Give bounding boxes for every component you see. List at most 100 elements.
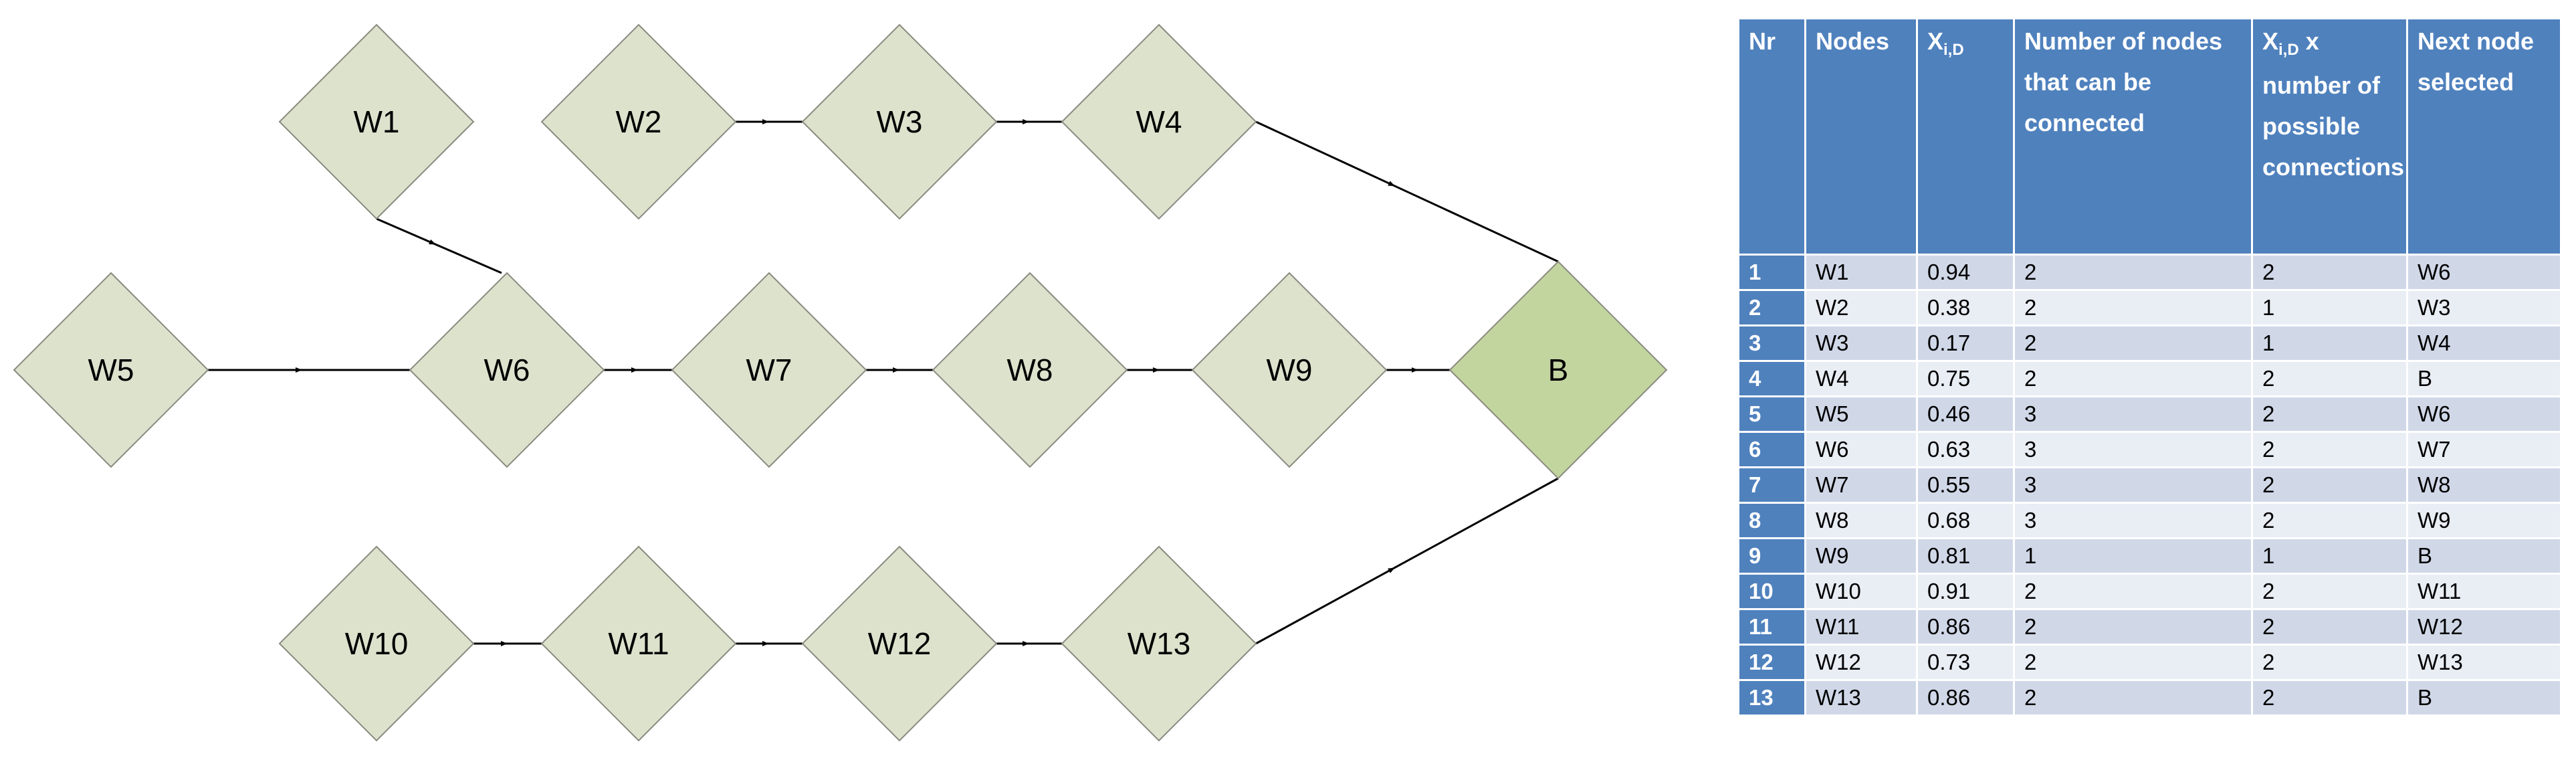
node-w1: W1 xyxy=(278,23,475,220)
row-nr: 13 xyxy=(1737,679,1806,717)
node-label: W10 xyxy=(345,626,409,661)
row-nr: 2 xyxy=(1737,289,1806,326)
row-count: 2 xyxy=(2013,573,2253,610)
node-diamond xyxy=(801,23,998,220)
row-x: 0.86 xyxy=(1916,608,2015,646)
row-product: 2 xyxy=(2251,679,2408,717)
header-nodes: Nodes xyxy=(1804,17,1918,256)
header-product-rest: x number of possible connections xyxy=(2262,27,2405,181)
row-nr: 9 xyxy=(1737,537,1806,575)
table-header-row: Nr Nodes Xi,D Number of nodes that can b… xyxy=(1737,17,2562,256)
header-product: Xi,D x number of possible connections xyxy=(2251,17,2408,256)
row-next-node: W7 xyxy=(2406,431,2562,468)
row-next-node: W8 xyxy=(2406,466,2562,504)
row-count: 3 xyxy=(2013,395,2253,433)
row-count: 2 xyxy=(2013,360,2253,397)
row-count: 2 xyxy=(2013,644,2253,681)
header-connectable-count: Number of nodes that can be connected xyxy=(2013,17,2253,256)
row-nr: 7 xyxy=(1737,466,1806,504)
row-nr: 12 xyxy=(1737,644,1806,681)
row-product: 2 xyxy=(2251,431,2408,468)
node-diamond xyxy=(540,545,737,742)
row-product: 2 xyxy=(2251,466,2408,504)
header-nr: Nr xyxy=(1737,17,1806,256)
node-w11: W11 xyxy=(540,545,737,742)
node-label: B xyxy=(1548,353,1569,387)
node-label: W12 xyxy=(868,626,932,661)
row-nr: 6 xyxy=(1737,431,1806,468)
node-diamond xyxy=(801,545,998,742)
row-next-node: B xyxy=(2406,679,2562,717)
row-next-node: W12 xyxy=(2406,608,2562,646)
header-x-subscript: i,D xyxy=(1943,41,1964,59)
row-count: 3 xyxy=(2013,502,2253,539)
row-next-node: W4 xyxy=(2406,324,2562,362)
row-node: W11 xyxy=(1804,608,1918,646)
row-next-node: B xyxy=(2406,537,2562,575)
node-diamond xyxy=(13,272,209,468)
node-diamond xyxy=(932,272,1128,468)
node-w12: W12 xyxy=(801,545,998,742)
edge-w1-to-w6 xyxy=(376,217,502,274)
row-x: 0.55 xyxy=(1916,466,2015,504)
row-product: 2 xyxy=(2251,395,2408,433)
row-node: W13 xyxy=(1804,679,1918,717)
node-label: W8 xyxy=(1007,353,1053,387)
row-node: W5 xyxy=(1804,395,1918,433)
node-diamond xyxy=(1061,23,1257,220)
node-label: W1 xyxy=(354,104,400,139)
row-node: W12 xyxy=(1804,644,1918,681)
edge-w4-to-b xyxy=(1255,120,1559,263)
header-x: Xi,D xyxy=(1916,17,2015,256)
row-next-node: W6 xyxy=(2406,395,2562,433)
row-product: 2 xyxy=(2251,502,2408,539)
row-nr: 5 xyxy=(1737,395,1806,433)
node-label: W5 xyxy=(88,353,134,387)
row-nr: 1 xyxy=(1737,254,1806,291)
node-label: W11 xyxy=(608,626,669,661)
row-x: 0.63 xyxy=(1916,431,2015,468)
node-label: W6 xyxy=(484,353,530,387)
row-x: 0.68 xyxy=(1916,502,2015,539)
node-diamond xyxy=(671,272,867,468)
row-product: 2 xyxy=(2251,644,2408,681)
row-product: 2 xyxy=(2251,254,2408,291)
node-diamond xyxy=(1061,545,1257,742)
header-product-main: X xyxy=(2262,27,2279,55)
node-w5: W5 xyxy=(13,272,209,468)
node-b: B xyxy=(1448,260,1668,480)
node-diamond xyxy=(409,272,605,468)
row-count: 2 xyxy=(2013,254,2253,291)
row-product: 2 xyxy=(2251,360,2408,397)
row-x: 0.46 xyxy=(1916,395,2015,433)
row-x: 0.91 xyxy=(1916,573,2015,610)
row-next-node: W3 xyxy=(2406,289,2562,326)
row-nr: 10 xyxy=(1737,573,1806,610)
node-label: W2 xyxy=(616,104,662,139)
node-w6: W6 xyxy=(409,272,605,468)
header-product-subscript: i,D xyxy=(2278,41,2299,59)
node-diamond xyxy=(278,545,475,742)
row-x: 0.94 xyxy=(1916,254,2015,291)
row-x: 0.73 xyxy=(1916,644,2015,681)
node-label: W9 xyxy=(1267,353,1313,387)
row-product: 1 xyxy=(2251,289,2408,326)
node-diamond xyxy=(1191,272,1388,468)
row-x: 0.75 xyxy=(1916,360,2015,397)
row-next-node: W6 xyxy=(2406,254,2562,291)
row-node: W7 xyxy=(1804,466,1918,504)
row-count: 3 xyxy=(2013,431,2253,468)
node-w4: W4 xyxy=(1061,23,1257,220)
row-node: W9 xyxy=(1804,537,1918,575)
row-x: 0.17 xyxy=(1916,324,2015,362)
